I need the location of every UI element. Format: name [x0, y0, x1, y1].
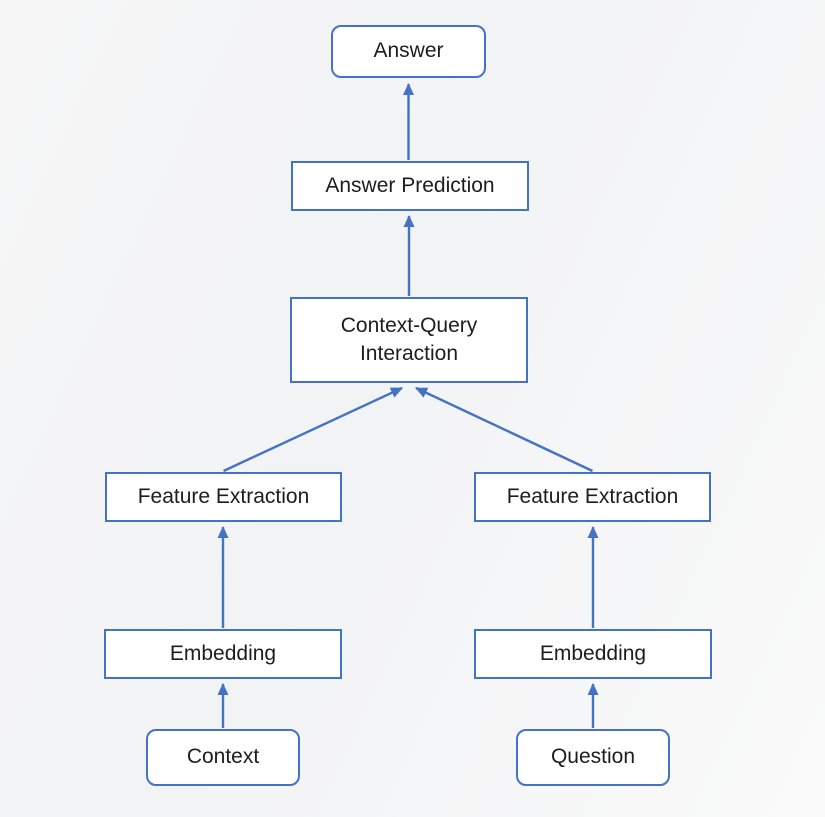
node-context-query-interaction-line1: Context-Query	[340, 313, 478, 337]
arrow-feature-extraction-right-to-interaction	[415, 386, 594, 473]
node-feature-extraction-right: Feature Extraction	[474, 472, 711, 522]
node-embedding-right-label: Embedding	[539, 641, 647, 665]
node-embedding-left: Embedding	[104, 629, 342, 679]
node-context: Context	[146, 729, 300, 786]
node-answer: Answer	[331, 25, 486, 78]
node-context-query-interaction: Context-Query Interaction	[290, 297, 528, 383]
node-feature-extraction-right-label: Feature Extraction	[506, 484, 679, 508]
node-embedding-right: Embedding	[474, 629, 712, 679]
node-context-query-interaction-line2: Interaction	[359, 342, 459, 365]
node-context-label: Context	[186, 745, 260, 769]
node-feature-extraction-left-label: Feature Extraction	[137, 484, 310, 508]
node-question-label: Question	[550, 745, 636, 769]
node-answer-prediction-label: Answer Prediction	[325, 173, 495, 197]
node-embedding-left-label: Embedding	[169, 641, 277, 665]
arrow-feature-extraction-left-to-interaction	[222, 386, 403, 473]
node-feature-extraction-left: Feature Extraction	[105, 472, 342, 522]
node-answer-prediction: Answer Prediction	[291, 161, 529, 211]
node-question: Question	[516, 729, 670, 786]
node-answer-label: Answer	[373, 39, 444, 63]
